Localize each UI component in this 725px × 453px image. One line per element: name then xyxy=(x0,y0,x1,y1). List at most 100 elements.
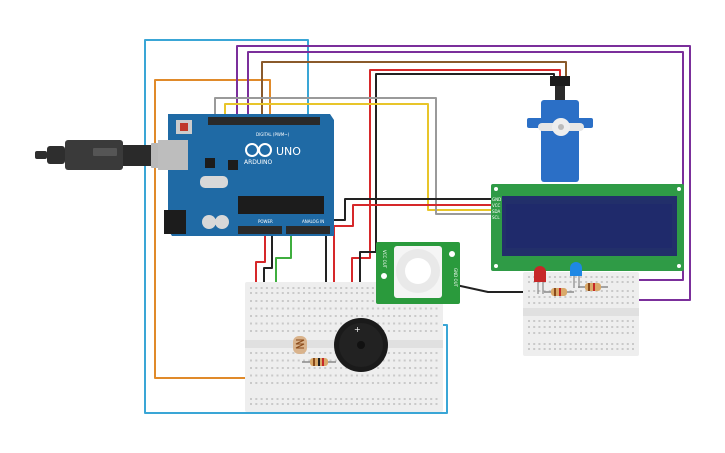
breadboard-hole xyxy=(255,322,258,325)
breadboard-hole xyxy=(585,326,588,328)
breadboard-hole xyxy=(382,398,385,400)
breadboard-hole xyxy=(430,307,433,310)
arduino-brand: ARDUINO xyxy=(244,159,273,166)
breadboard-hole xyxy=(292,315,295,317)
breadboard-hole xyxy=(250,382,252,384)
breadboard-hole xyxy=(303,330,305,332)
breadboard-hole xyxy=(387,330,390,332)
breadboard-hole xyxy=(265,287,268,289)
breadboard-hole xyxy=(559,281,562,283)
breadboard-hole xyxy=(361,398,364,400)
breadboard-hole xyxy=(606,343,608,345)
arduino-model: UNO xyxy=(276,145,301,158)
breadboard-hole xyxy=(554,343,556,345)
breadboard-hole xyxy=(271,398,274,400)
breadboard-hole xyxy=(403,382,406,384)
breadboard-hole xyxy=(329,307,332,310)
breadboard-hole xyxy=(329,330,332,332)
breadboard-hole xyxy=(308,307,311,310)
breadboard-hole xyxy=(271,322,274,325)
breadboard-hole xyxy=(543,302,546,304)
breadboard-hole xyxy=(548,326,551,328)
breadboard-hole xyxy=(606,276,608,278)
breadboard-hole xyxy=(414,322,417,325)
breadboard-hole xyxy=(424,398,427,400)
breadboard-hole xyxy=(585,320,588,322)
breadboard-hole xyxy=(308,292,311,294)
breadboard-hole xyxy=(414,367,417,369)
breadboard-hole xyxy=(569,332,572,334)
wire-red-lcd xyxy=(333,204,495,296)
breadboard-hole xyxy=(366,403,369,405)
breadboard-hole xyxy=(595,276,598,278)
breadboard-hole xyxy=(435,352,438,354)
breadboard-hole xyxy=(250,359,252,362)
breadboard-hole xyxy=(366,292,369,294)
breadboard-hole xyxy=(350,287,353,289)
breadboard-hole xyxy=(590,296,593,298)
breadboard-hole xyxy=(611,296,614,298)
breadboard-hole xyxy=(569,296,572,298)
breadboard-hole xyxy=(265,352,268,354)
breadboard-hole xyxy=(265,382,268,384)
breadboard-hole xyxy=(297,300,300,302)
breadboard-hole xyxy=(538,343,541,345)
breadboard-hole xyxy=(276,374,279,377)
breadboard-hole xyxy=(308,398,311,400)
breadboard-hole xyxy=(308,322,311,325)
breadboard-hole xyxy=(533,332,536,334)
breadboard-hole xyxy=(297,367,300,369)
breadboard-hole xyxy=(255,330,258,332)
breadboard-hole xyxy=(334,398,337,400)
breadboard-hole xyxy=(276,367,279,369)
breadboard-hole xyxy=(356,374,358,377)
breadboard-hole xyxy=(528,276,530,278)
breadboard-hole xyxy=(318,287,321,289)
breadboard-hole xyxy=(632,332,634,334)
breadboard-hole xyxy=(616,290,619,292)
breadboard-hole xyxy=(260,367,263,369)
breadboard-hole xyxy=(564,348,567,350)
breadboard-hole xyxy=(318,330,321,332)
breadboard-hole xyxy=(313,374,316,377)
breadboard-hole xyxy=(564,332,567,334)
breadboard-hole xyxy=(533,343,536,345)
breadboard-hole xyxy=(265,330,268,332)
breadboard-hole xyxy=(250,403,252,405)
breadboard-hole xyxy=(387,374,390,377)
breadboard-hole xyxy=(250,315,252,317)
breadboard-hole xyxy=(538,332,541,334)
breadboard-hole xyxy=(276,307,279,310)
breadboard-hole xyxy=(324,330,327,332)
breadboard-hole xyxy=(611,326,614,328)
breadboard-hole xyxy=(292,330,295,332)
breadboard-hole xyxy=(287,287,290,289)
breadboard-hole xyxy=(255,352,258,354)
pir-label-left: VCC OUT xyxy=(382,250,387,269)
breadboard-hole xyxy=(324,287,327,289)
breadboard-hole xyxy=(281,398,284,400)
breadboard-hole xyxy=(297,330,300,332)
breadboard-hole xyxy=(356,382,358,384)
breadboard-hole xyxy=(350,403,353,405)
breadboard-hole xyxy=(271,307,274,310)
breadboard-hole xyxy=(260,300,263,302)
breadboard-hole xyxy=(303,307,305,310)
breadboard-hole xyxy=(548,343,551,345)
breadboard-hole xyxy=(424,330,427,332)
breadboard-hole xyxy=(554,348,556,350)
breadboard-hole xyxy=(616,332,619,334)
breadboard-hole xyxy=(260,330,263,332)
breadboard-hole xyxy=(361,315,364,317)
breadboard-hole xyxy=(361,300,364,302)
breadboard-hole xyxy=(398,382,401,384)
breadboard-hole xyxy=(616,281,619,283)
breadboard-hole xyxy=(260,403,263,405)
breadboard-hole xyxy=(250,352,252,354)
breadboard-hole xyxy=(276,403,279,405)
breadboard-hole xyxy=(329,292,332,294)
breadboard-hole xyxy=(430,382,433,384)
breadboard-hole xyxy=(403,315,406,317)
breadboard-hole xyxy=(371,398,374,400)
breadboard-hole xyxy=(377,315,380,317)
